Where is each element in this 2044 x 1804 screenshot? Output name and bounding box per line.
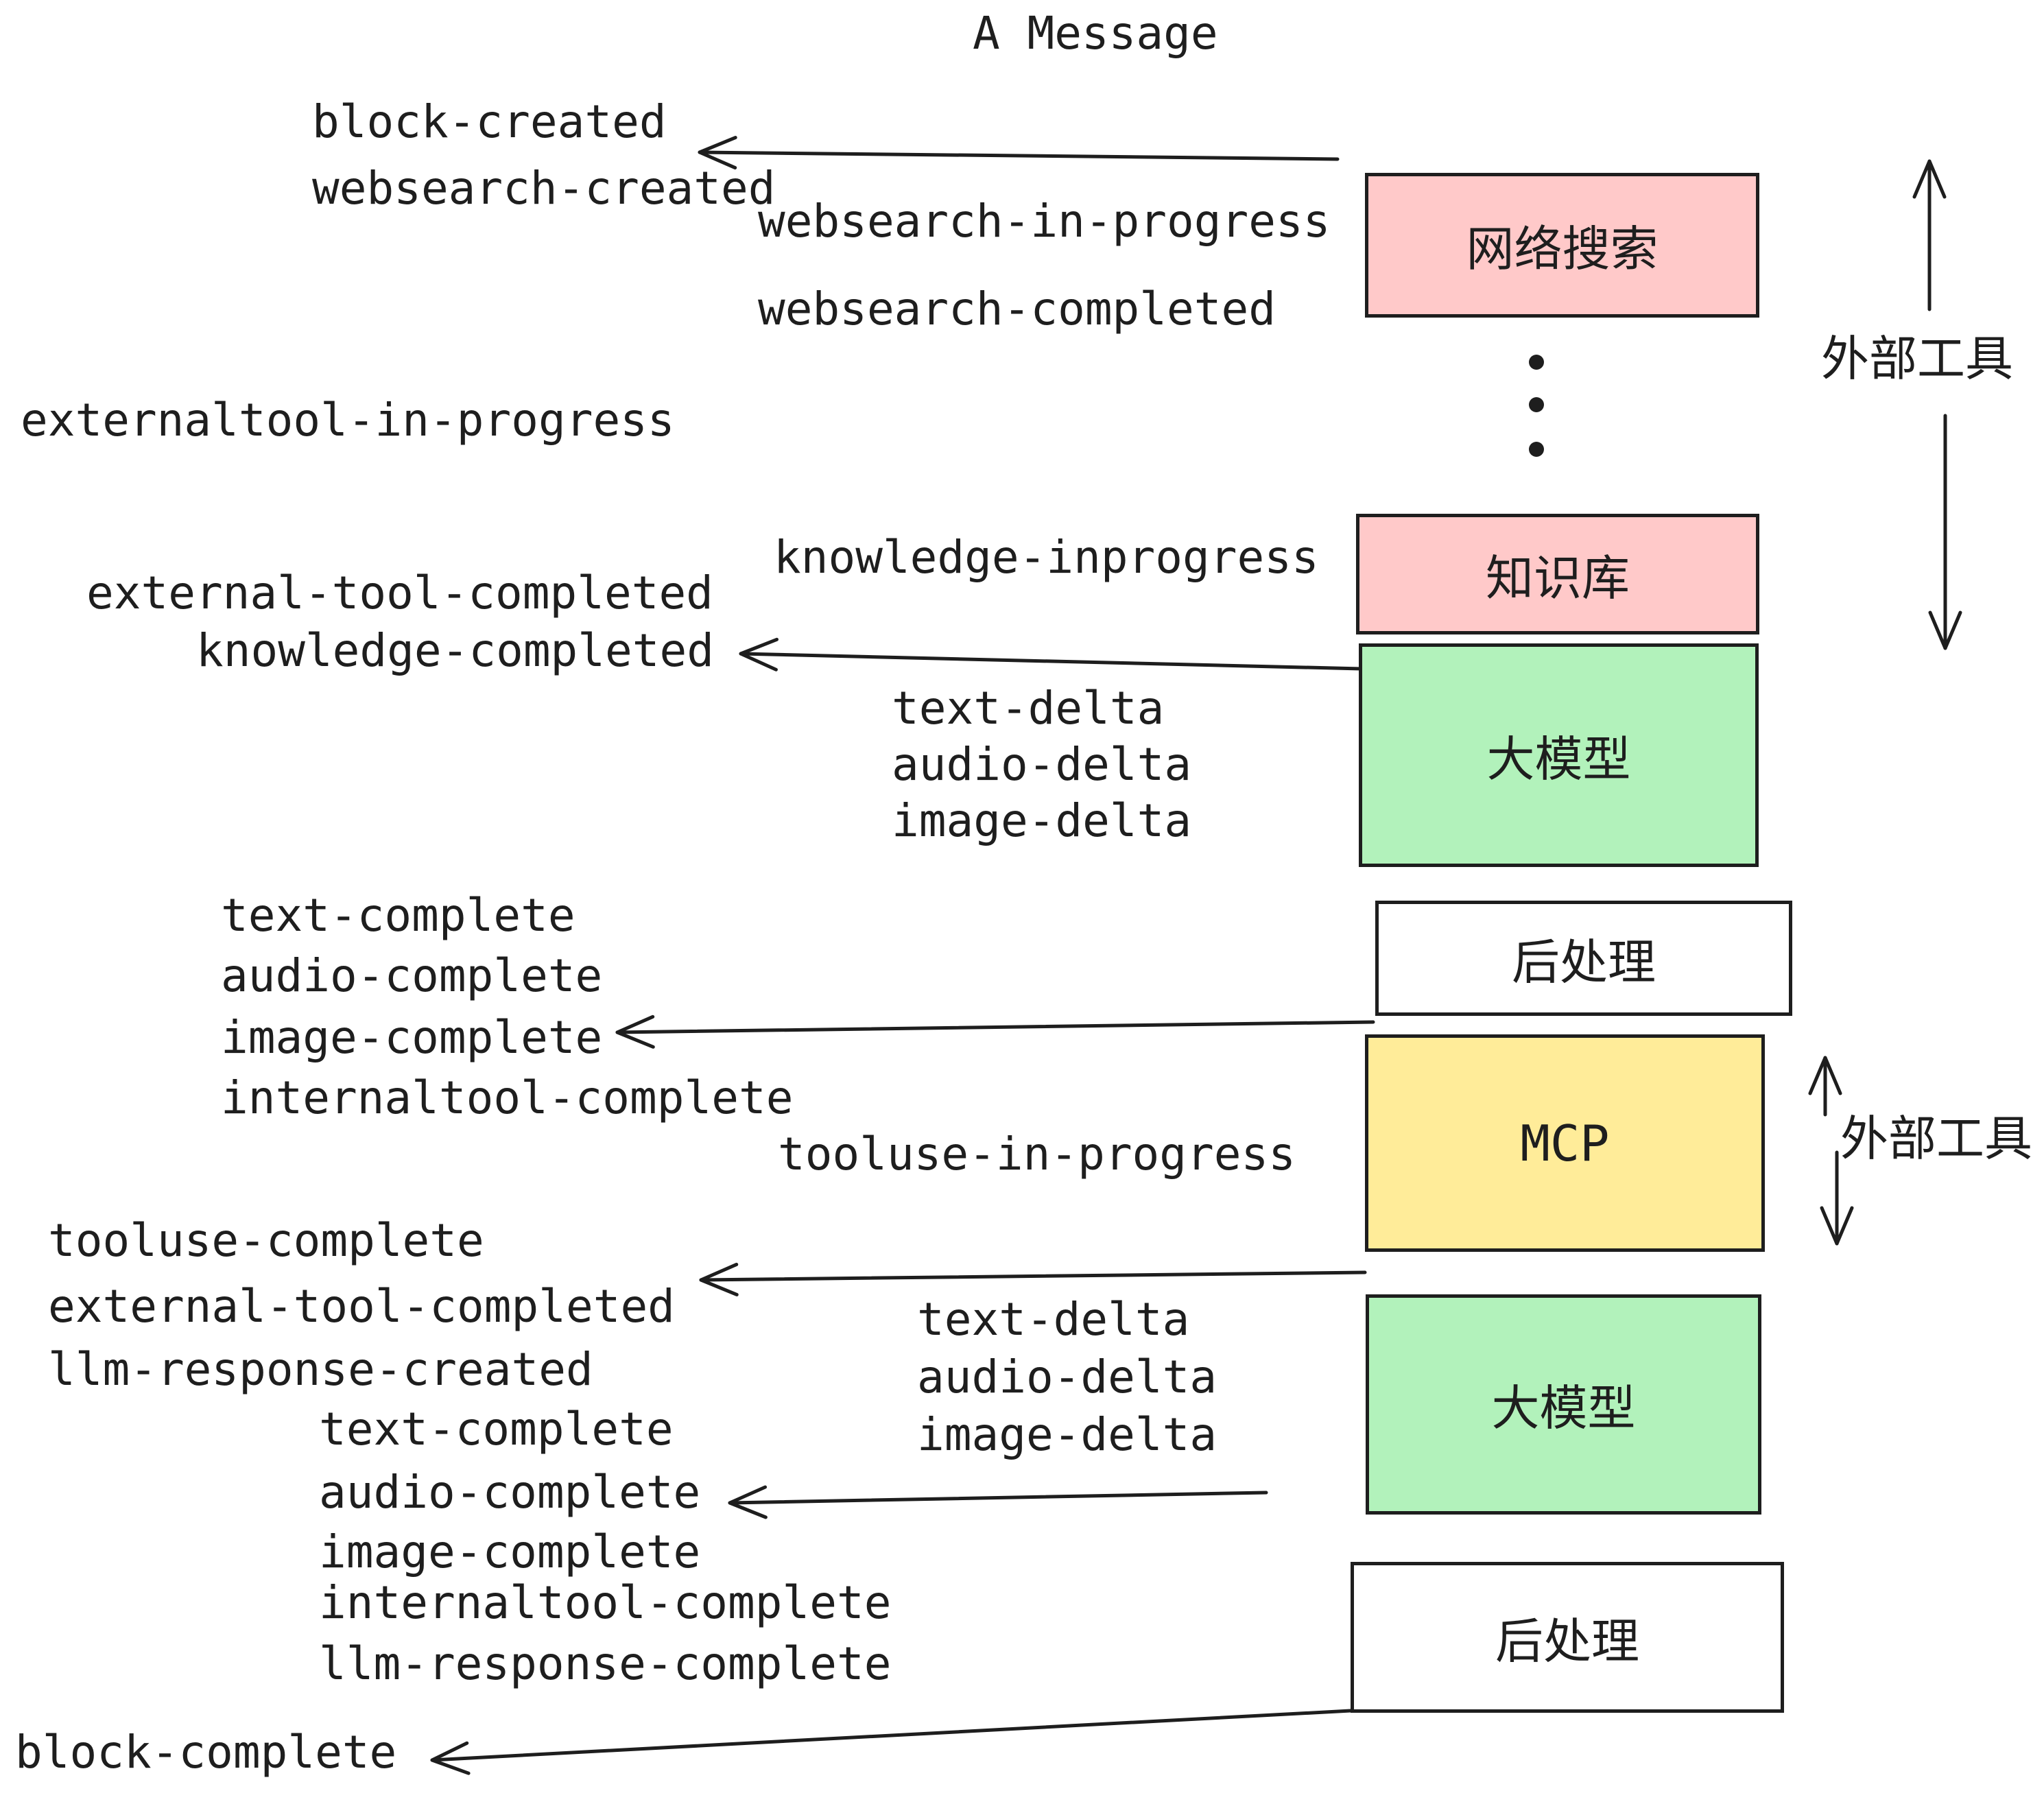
event-internaltool-complete-1: internaltool-complete [221, 1071, 794, 1124]
event-text-delta-1: text-delta [892, 682, 1165, 735]
box-mcp-label: MCP [1520, 1114, 1610, 1172]
box-llm-1: 大模型 [1359, 643, 1759, 867]
event-knowledge-completed: knowledge-completed [196, 624, 714, 677]
event-websearch-completed: websearch-completed [758, 283, 1276, 335]
event-block-created: block-created [312, 95, 667, 148]
box-llm-1-label: 大模型 [1486, 732, 1631, 786]
event-llm-response-created: llm-response-created [48, 1343, 593, 1396]
event-text-delta-2: text-delta [917, 1293, 1190, 1346]
event-websearch-in-progress: websearch-in-progress [758, 195, 1331, 248]
ellipsis-dots [1529, 355, 1544, 457]
event-websearch-created: websearch-created [312, 162, 776, 215]
arrow-image-complete [615, 1014, 1375, 1049]
dot-icon [1529, 442, 1544, 457]
box-postprocess-1-label: 后处理 [1512, 935, 1656, 989]
event-text-complete-1: text-complete [221, 889, 575, 942]
event-tooluse-complete: tooluse-complete [48, 1214, 484, 1267]
arrow-audio-complete [728, 1485, 1268, 1519]
event-audio-delta-2: audio-delta [917, 1351, 1217, 1403]
dot-icon [1529, 355, 1544, 370]
box-knowledge-base-label: 知识库 [1486, 551, 1630, 605]
annotation-external-tools-top: 外部工具 [1821, 332, 2013, 385]
event-image-complete-1: image-complete [221, 1011, 603, 1064]
annotation-external-tools-bottom: 外部工具 [1840, 1112, 2032, 1165]
box-postprocess-1: 后处理 [1375, 901, 1792, 1016]
box-websearch: 网络搜索 [1365, 173, 1759, 318]
event-block-complete: block-complete [15, 1726, 397, 1779]
dot-icon [1529, 397, 1544, 412]
event-text-complete-2: text-complete [319, 1403, 674, 1456]
box-postprocess-2-label: 后处理 [1495, 1614, 1639, 1668]
event-image-complete-2: image-complete [319, 1526, 701, 1578]
event-audio-complete-2: audio-complete [319, 1466, 701, 1519]
event-tooluse-in-progress: tooluse-in-progress [778, 1128, 1296, 1180]
arrow-block-complete [430, 1709, 1353, 1775]
event-image-delta-1: image-delta [892, 794, 1192, 847]
event-external-tool-completed-2: external-tool-completed [48, 1280, 675, 1333]
box-mcp: MCP [1365, 1034, 1765, 1252]
event-external-tool-completed-1: external-tool-completed [86, 567, 713, 619]
event-externaltool-in-progress: externaltool-in-progress [21, 394, 675, 447]
event-image-delta-2: image-delta [917, 1408, 1217, 1461]
box-llm-2: 大模型 [1366, 1294, 1761, 1515]
box-knowledge-base: 知识库 [1356, 514, 1759, 634]
arrow-websearch-created [698, 136, 1340, 170]
event-audio-complete-1: audio-complete [221, 949, 603, 1002]
event-internaltool-complete-2: internaltool-complete [319, 1576, 892, 1629]
event-audio-delta-1: audio-delta [892, 738, 1192, 791]
event-llm-response-complete: llm-response-complete [319, 1637, 892, 1690]
arrow-tooluse-complete [699, 1262, 1367, 1296]
box-llm-2-label: 大模型 [1491, 1381, 1636, 1435]
box-postprocess-2: 后处理 [1351, 1562, 1784, 1713]
box-websearch-label: 网络搜索 [1466, 222, 1659, 276]
arrow-knowledge-completed [739, 637, 1364, 672]
diagram-title: A Message [973, 7, 1218, 60]
event-knowledge-inprogress: knowledge-inprogress [774, 531, 1319, 584]
